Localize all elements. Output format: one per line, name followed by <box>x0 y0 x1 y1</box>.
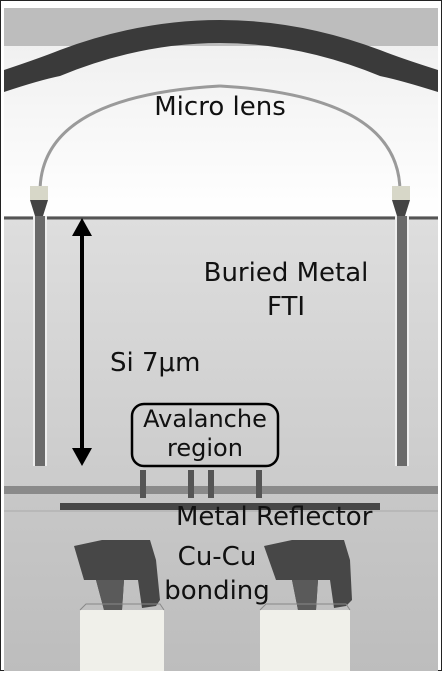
buried-metal-label: Buried Metal <box>203 258 369 288</box>
cucu-label: Cu-Cu <box>177 542 257 572</box>
cucu-pillars <box>74 540 352 671</box>
buried-metal-fti <box>33 216 409 466</box>
micro-lens-label: Micro lens <box>154 92 286 122</box>
avalanche-label: Avalanche <box>143 405 267 433</box>
metal-reflector-bar <box>60 503 380 510</box>
fti-label: FTI <box>266 292 306 322</box>
si-thickness-label: Si 7μm <box>110 348 201 378</box>
region-label: region <box>167 434 243 462</box>
silicon-layer <box>4 216 438 490</box>
bonding-label: bonding <box>164 576 270 606</box>
avalanche-region-box <box>130 402 280 468</box>
micro-lens-layer <box>4 8 438 216</box>
bonding-layer <box>4 470 438 671</box>
metal-reflector-label: Metal Reflector <box>176 502 373 532</box>
thickness-arrow <box>72 218 92 466</box>
